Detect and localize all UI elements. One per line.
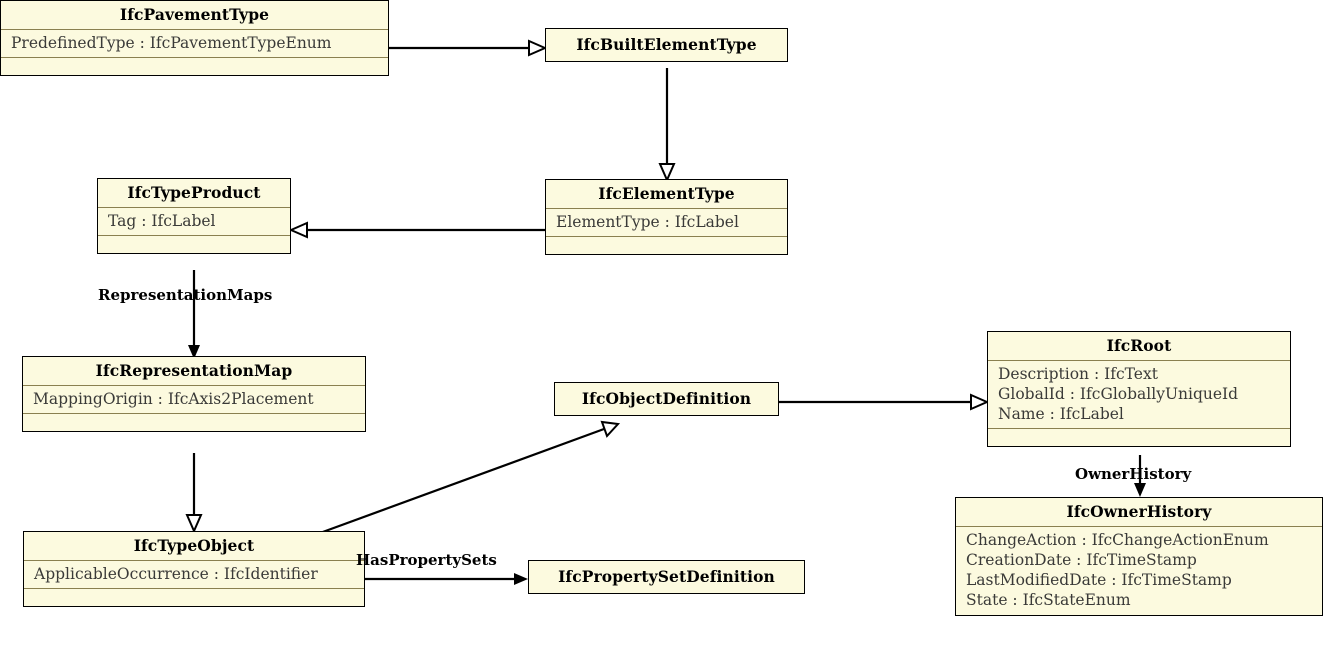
attribute-applicableoccurrence: ApplicableOccurrence : IfcIdentifier (34, 565, 318, 583)
attribute-name: Name : IfcLabel (998, 405, 1124, 424)
class-name-ifcpropertysetdefinition: IfcPropertySetDefinition (558, 567, 775, 586)
class-operations-ifctypeproduct (98, 235, 290, 253)
class-name-ifcbuiltelementtype: IfcBuiltElementType (576, 35, 757, 54)
attribute-state: State : IfcStateEnum (966, 591, 1131, 610)
attribute-changeaction: ChangeAction : IfcChangeActionEnum (966, 531, 1269, 549)
class-operations-ifctypeobject (24, 588, 364, 606)
class-attributes-ifcrepresentationmap: MappingOrigin : IfcAxis2Placement (23, 385, 365, 413)
class-attributes-ifcelementtype: ElementType : IfcLabel (546, 208, 787, 236)
attribute-mappingorigin: MappingOrigin : IfcAxis2Placement (33, 390, 314, 408)
class-box-ifcpavementtype[interactable]: IfcPavementType PredefinedType : IfcPave… (0, 0, 389, 77)
edge-label-haspropertysets: HasPropertySets (356, 551, 497, 569)
class-box-ifcpropertysetdefinition[interactable]: IfcPropertySetDefinition (528, 560, 805, 594)
class-box-ifcownerhistory[interactable]: IfcOwnerHistory ChangeAction : IfcChange… (955, 497, 1323, 616)
class-box-ifcobjectdefinition[interactable]: IfcObjectDefinition (554, 382, 779, 416)
class-name-ifcelementtype: IfcElementType (598, 184, 735, 203)
class-name-ifctypeproduct: IfcTypeProduct (127, 183, 261, 202)
class-attributes-ifctypeobject: ApplicableOccurrence : IfcIdentifier (24, 560, 364, 588)
class-name-ifcrepresentationmap: IfcRepresentationMap (95, 361, 293, 380)
class-name-ifcroot: IfcRoot (1106, 336, 1172, 355)
class-name-ifctypeobject: IfcTypeObject (133, 536, 255, 555)
edge-label-representationmaps: RepresentationMaps (98, 286, 273, 304)
attribute-elementtype: ElementType : IfcLabel (556, 213, 739, 231)
edge-label-ownerhistory: OwnerHistory (1075, 465, 1192, 483)
attribute-globalid: GlobalId : IfcGloballyUniqueId (998, 385, 1239, 404)
class-attributes-ifcroot: Description : IfcText GlobalId : IfcGlob… (988, 360, 1290, 428)
class-box-ifcbuiltelementtype[interactable]: IfcBuiltElementType (545, 28, 788, 62)
class-name-ifcownerhistory: IfcOwnerHistory (1066, 502, 1212, 521)
class-operations-ifcpavementtype (1, 57, 388, 75)
class-box-ifctypeobject[interactable]: IfcTypeObject ApplicableOccurrence : Ifc… (23, 531, 365, 608)
class-operations-ifcroot (988, 428, 1290, 446)
edge-typeobject-to-propertysetdefinition (365, 573, 528, 585)
attribute-predefinedtype: PredefinedType : IfcPavementTypeEnum (11, 34, 332, 52)
edge-typeproduct-to-representationmap (188, 270, 200, 359)
attribute-tag: Tag : IfcLabel (108, 212, 216, 230)
class-operations-ifcelementtype (546, 236, 787, 254)
class-attributes-ifcpavementtype: PredefinedType : IfcPavementTypeEnum (1, 29, 388, 57)
attribute-description: Description : IfcText (998, 365, 1158, 383)
attribute-creationdate: CreationDate : IfcTimeStamp (966, 551, 1197, 570)
class-box-ifcelementtype[interactable]: IfcElementType ElementType : IfcLabel (545, 179, 788, 256)
class-attributes-ifcownerhistory: ChangeAction : IfcChangeActionEnum Creat… (956, 526, 1322, 615)
class-operations-ifcrepresentationmap (23, 413, 365, 431)
edge-builtelementtype-to-elementtype (658, 68, 676, 183)
edge-elementtype-to-typeproduct (288, 221, 545, 239)
class-box-ifctypeproduct[interactable]: IfcTypeProduct Tag : IfcLabel (97, 178, 291, 255)
class-name-ifcpavementtype: IfcPavementType (119, 5, 270, 24)
edge-typeobject-to-objectdefinition (319, 420, 621, 535)
edge-representationmap-to-typeobject (185, 453, 203, 534)
class-name-ifcobjectdefinition: IfcObjectDefinition (581, 389, 752, 408)
class-box-ifcroot[interactable]: IfcRoot Description : IfcText GlobalId :… (987, 331, 1291, 448)
class-attributes-ifctypeproduct: Tag : IfcLabel (98, 207, 290, 235)
attribute-lastmodifieddate: LastModifiedDate : IfcTimeStamp (966, 571, 1232, 590)
edge-pavementtype-to-builtelementtype (389, 39, 548, 57)
class-box-ifcrepresentationmap[interactable]: IfcRepresentationMap MappingOrigin : Ifc… (22, 356, 366, 433)
edge-objectdefinition-to-root (779, 393, 990, 411)
